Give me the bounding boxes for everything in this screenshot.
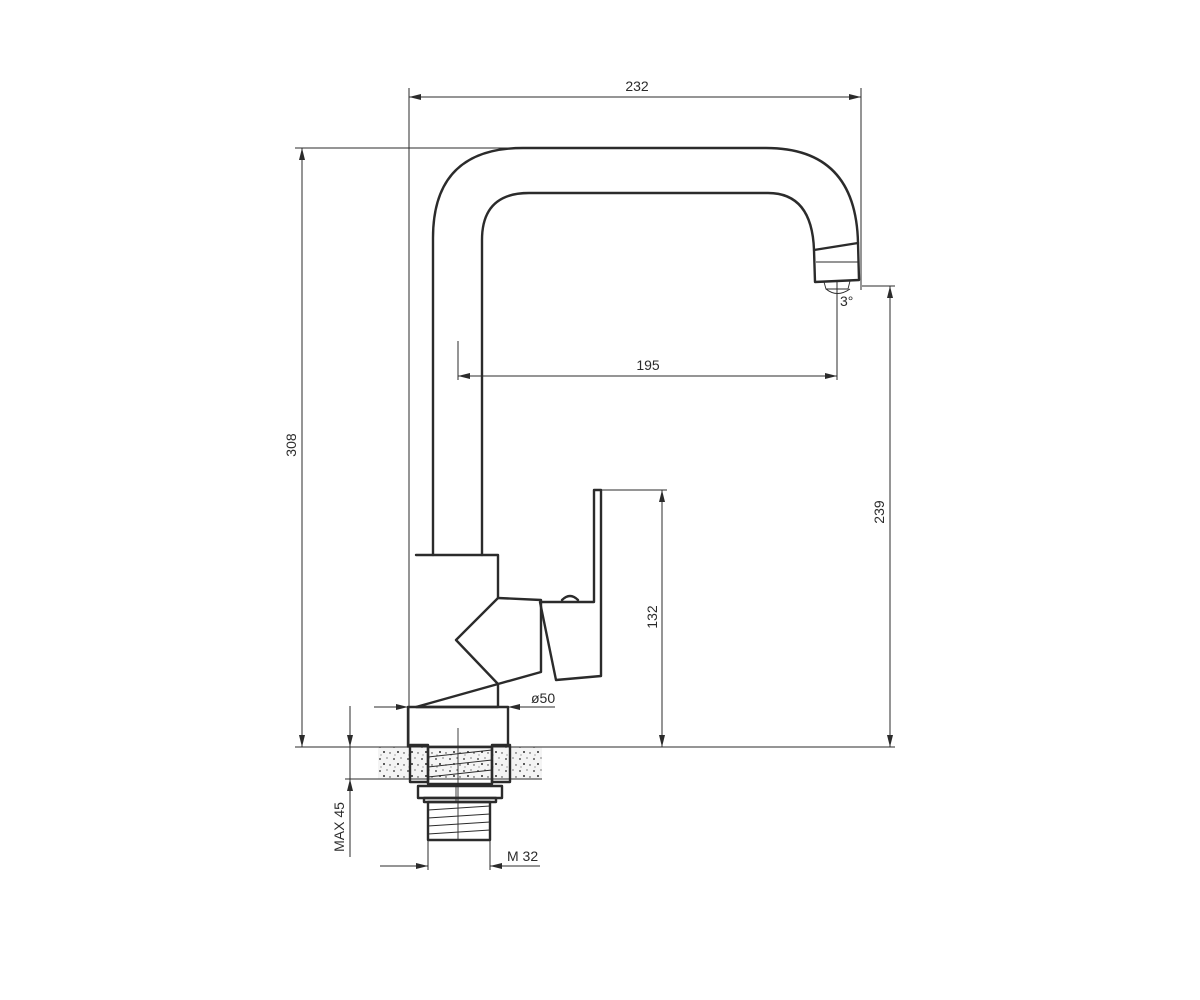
lever-handle [538,488,603,682]
counter-mounting [378,728,542,842]
faucet-body [406,146,861,749]
mixer-body [414,553,500,709]
countertop-section [378,747,542,779]
dim-spout-reach: 195 [636,357,660,373]
spout-outer [431,146,860,557]
dim-base-diameter: ø50 [531,690,555,706]
dim-spout-angle: 3° [840,293,853,309]
dimension-labels: 232 195 308 239 132 ø50 3° MAX 45 M 32 [283,78,887,864]
dimension-lines [295,88,895,870]
dim-overall-width: 232 [625,78,649,94]
dim-lever-height: 132 [644,605,660,629]
dim-total-height: 308 [283,433,299,457]
mounting-nut [416,784,504,800]
body-chevron [454,596,500,686]
hose-connector [426,800,492,842]
dim-spout-outlet-height: 239 [871,500,887,524]
spout-inner [480,191,816,557]
aerator [812,241,861,284]
lever-connector [496,596,543,686]
dim-max-counter-thickness: MAX 45 [331,802,347,852]
dim-thread-size: M 32 [507,848,538,864]
